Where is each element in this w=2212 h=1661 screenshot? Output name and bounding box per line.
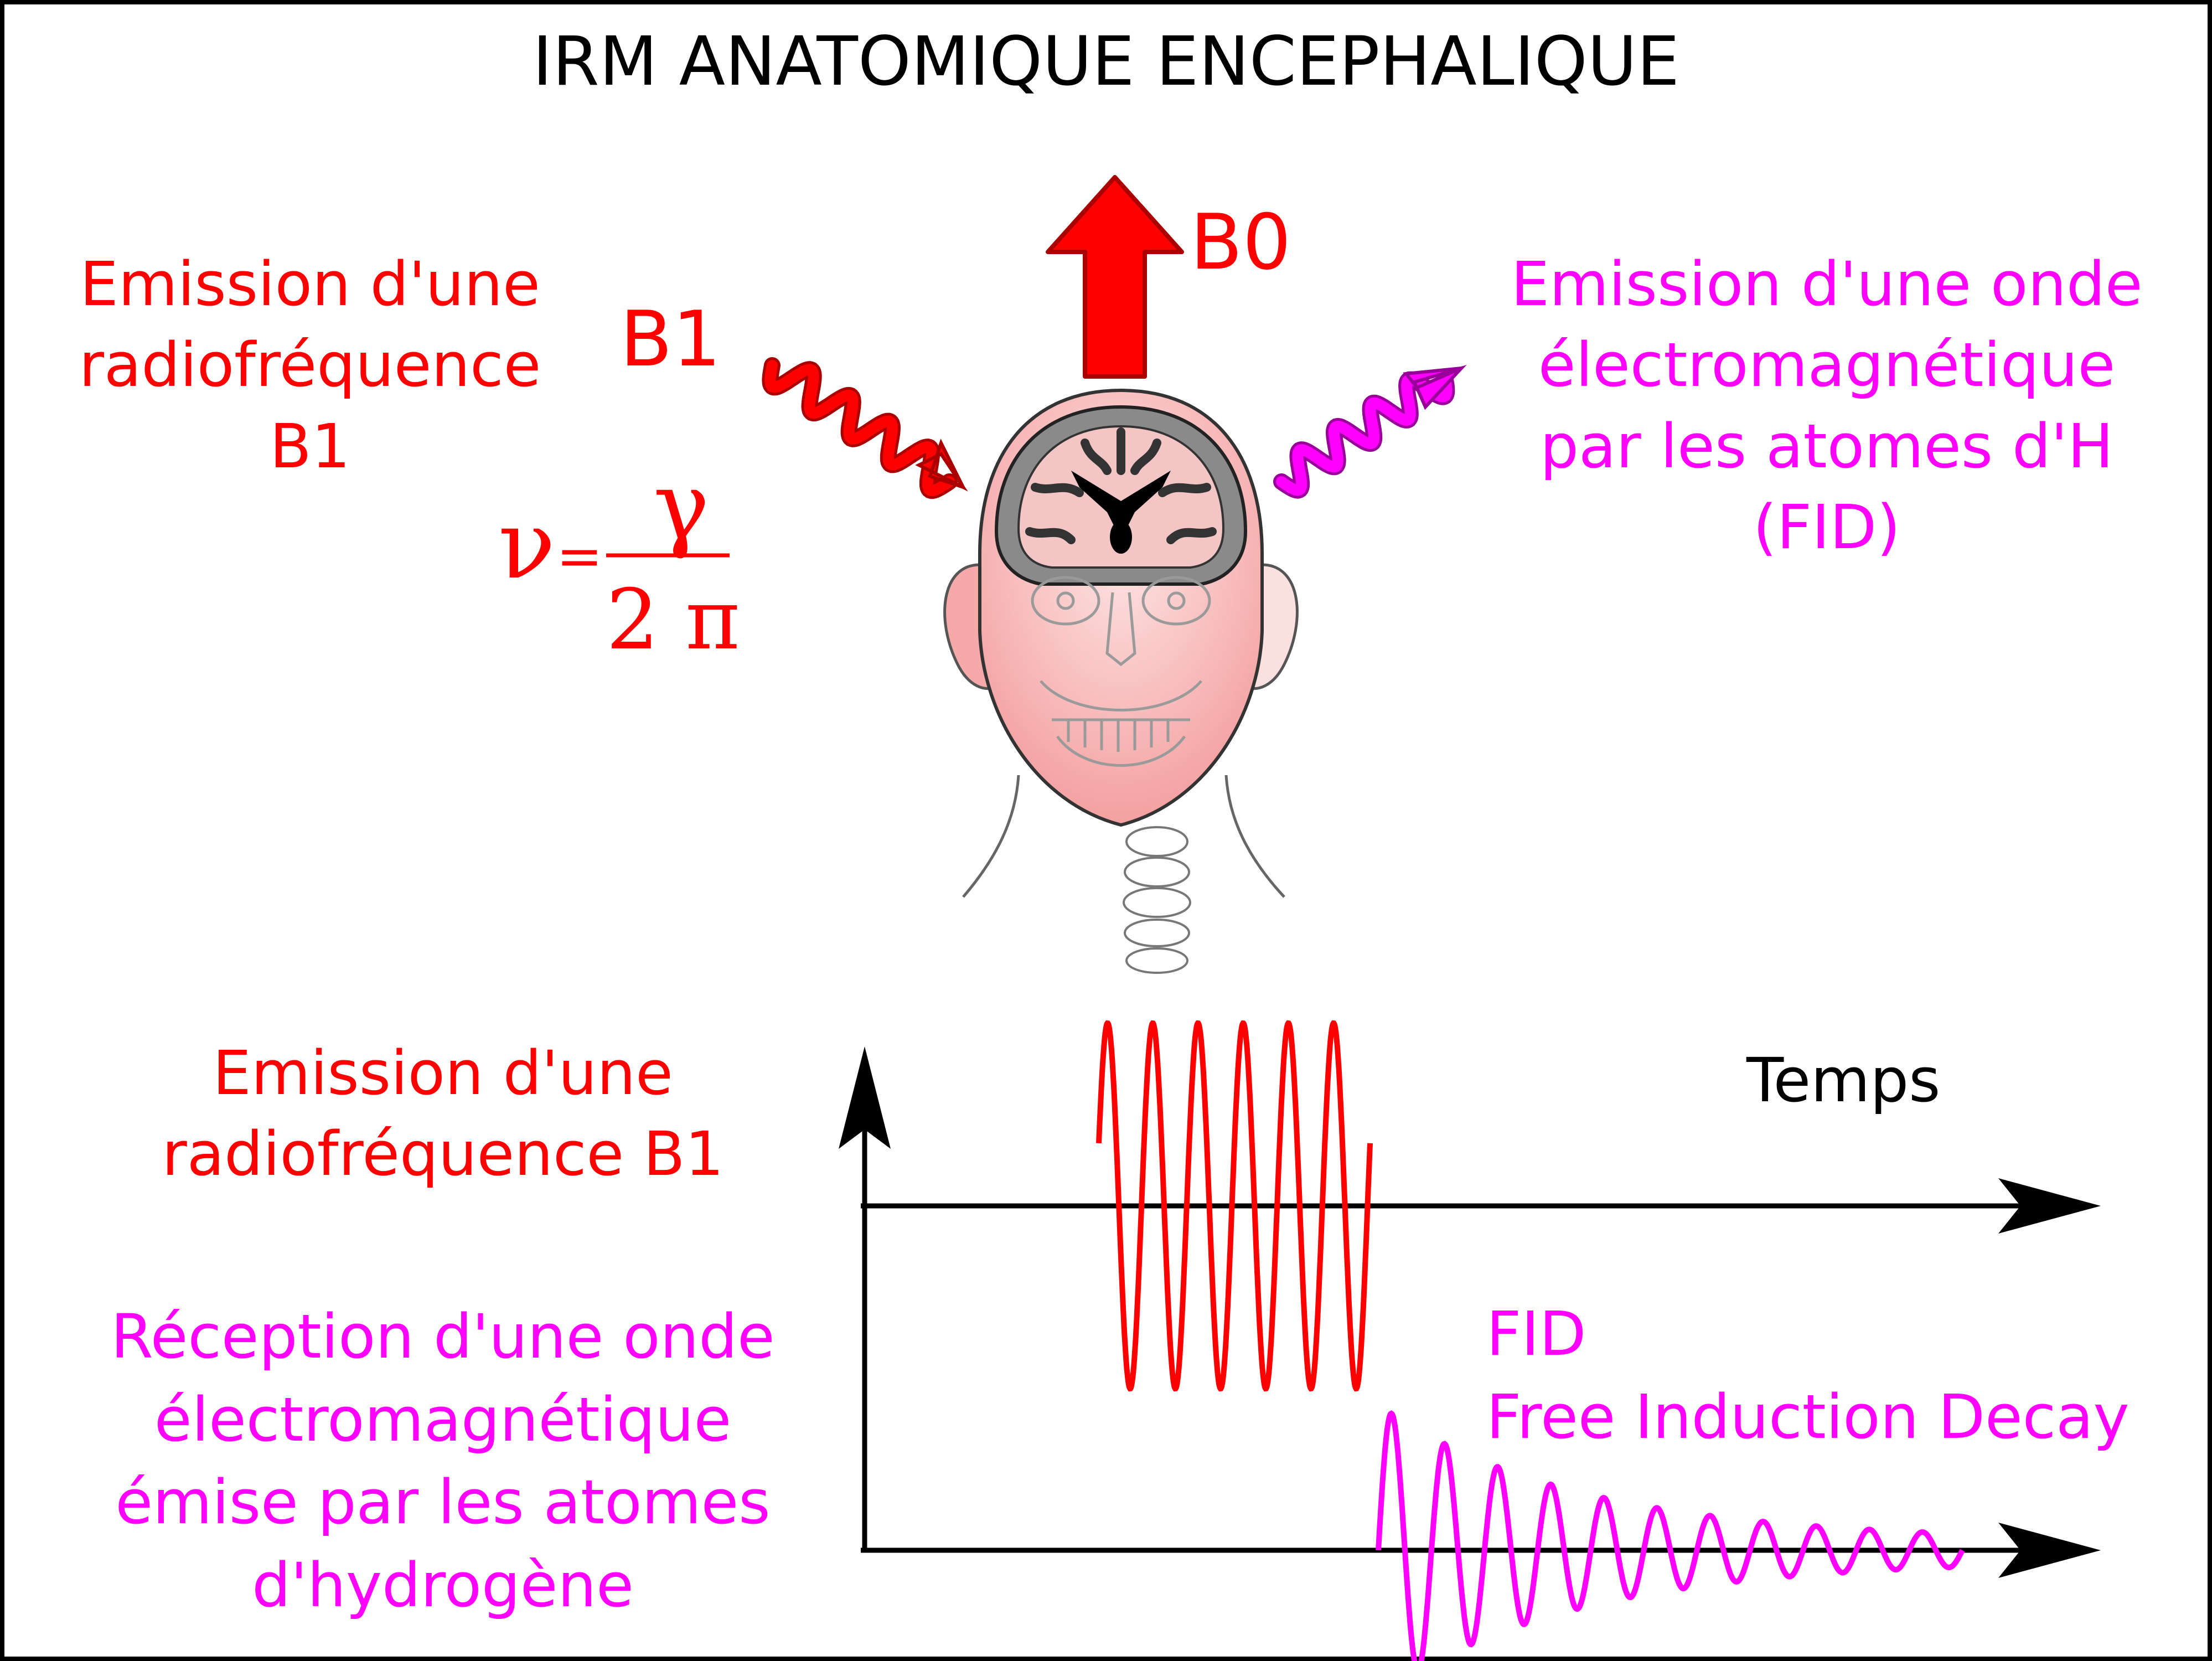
- emission-rf-b1-axis-label: Emission d'une radiofréquence B1: [162, 1038, 724, 1190]
- reception-label: Réception d'une onde électromagnétique é…: [111, 1301, 775, 1621]
- time-axes: [839, 1046, 2101, 1578]
- b0-arrow-icon: [1046, 175, 1184, 379]
- temps-label: Temps: [1746, 1045, 1941, 1116]
- formula-gamma: γ: [653, 452, 710, 561]
- formula-nu: ν: [498, 491, 556, 600]
- rf-pulse-signal: [1096, 1020, 1373, 1392]
- formula-equals: =: [556, 524, 603, 589]
- b0-label: B0: [1190, 198, 1291, 287]
- b1-wavy-arrow-icon: [762, 357, 968, 499]
- fid-label: FID Free Induction Decay: [1486, 1298, 2130, 1452]
- emission-onde-h-label: Emission d'une onde électromagnétique pa…: [1511, 249, 2143, 563]
- formula-two-pi: 2 π: [606, 572, 740, 668]
- page-title: IRM ANATOMIQUE ENCEPHALIQUE: [532, 22, 1680, 101]
- b1-label: B1: [620, 295, 721, 384]
- head-anatomy-icon: [943, 388, 1299, 974]
- fid-decay-signal: [1376, 1410, 1965, 1661]
- emission-rf-b1-label: Emission d'une radiofréquence B1: [79, 249, 541, 482]
- fid-wavy-arrow-icon: [1273, 365, 1467, 499]
